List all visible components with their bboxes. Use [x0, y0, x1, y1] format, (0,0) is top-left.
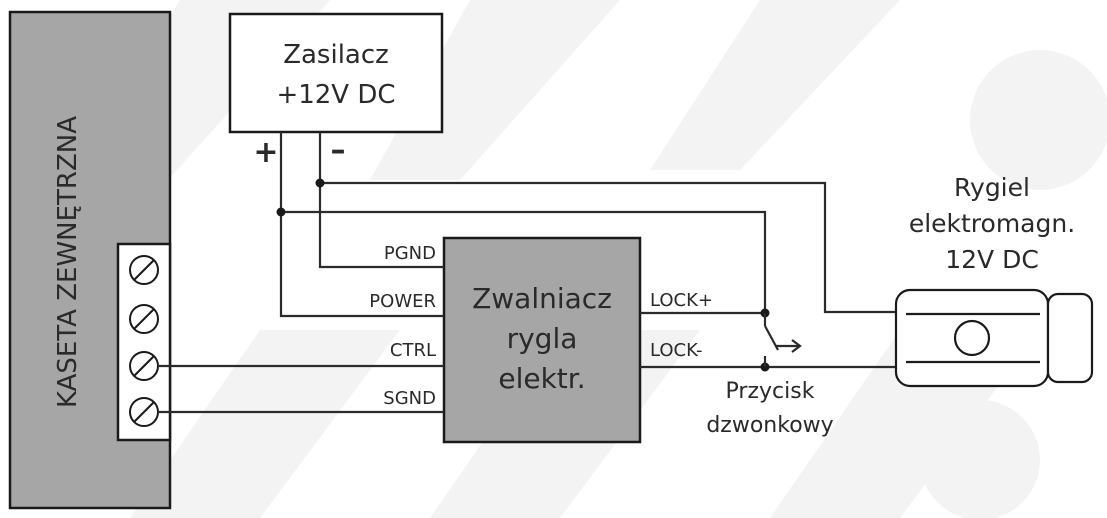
wire-minus-to-bolt [320, 181, 896, 314]
minus-sign: – [331, 133, 346, 168]
electromagnetic-bolt-icon [894, 288, 1094, 388]
terminal-sgnd: SGND [383, 388, 436, 409]
terminal-block [116, 242, 172, 442]
release-line3: elektr. [498, 362, 585, 395]
output-lock-minus: LOCK- [650, 340, 703, 361]
release-box [442, 236, 642, 444]
wire-power [279, 132, 444, 318]
bolt-line3: 12V DC [945, 245, 1039, 274]
button-line1: Przycisk [726, 379, 815, 404]
wire-pgnd [318, 132, 444, 269]
release-line2: rygla [507, 322, 578, 355]
pushbutton-switch-icon [763, 313, 802, 367]
wires [158, 132, 896, 414]
bolt-line2: elektromagn. [909, 209, 1075, 238]
bolt-line1: Rygiel [954, 173, 1030, 202]
button-line2: dzwonkowy [706, 413, 833, 438]
terminal-power: POWER [369, 291, 436, 312]
power-supply-line2: +12V DC [276, 80, 395, 110]
terminal-pgnd: PGND [384, 243, 436, 264]
power-supply-box [228, 12, 444, 134]
wire-plus-to-lock [281, 210, 767, 313]
power-supply-line1: Zasilacz [283, 40, 389, 70]
terminal-ctrl: CTRL [390, 340, 436, 361]
cassette-label: KASETA ZEWNĘTRZNA [53, 116, 83, 408]
plus-sign: + [253, 135, 278, 170]
release-line1: Zwalniacz [472, 282, 612, 315]
output-lock-plus: LOCK+ [650, 290, 713, 311]
